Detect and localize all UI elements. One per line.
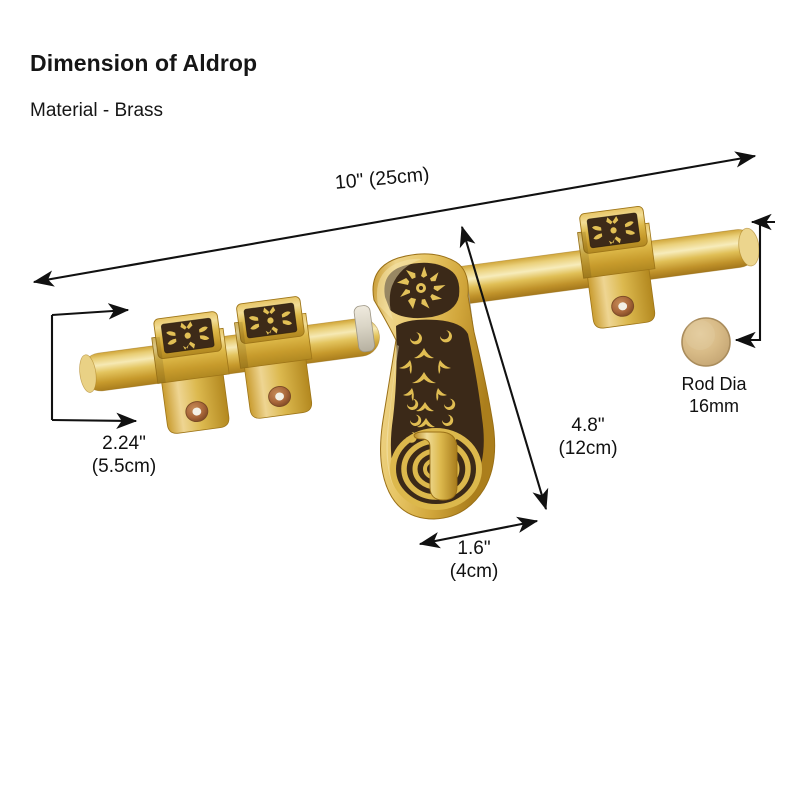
bracket-offset-bracket	[50, 303, 138, 429]
rod-diameter-title: Rod Dia	[681, 374, 747, 394]
rod-diameter-label: Rod Dia 16mm	[661, 374, 767, 418]
rod-diameter-disc	[681, 317, 731, 367]
handle-width-metric: (4cm)	[449, 561, 499, 583]
handle-width-imperial: 1.6"	[457, 538, 491, 559]
bracket-clamp-left	[151, 311, 230, 434]
bracket-offset-label: 2.24" (5.5cm)	[64, 432, 184, 478]
overall-length-line	[32, 151, 757, 287]
handle-width-line	[418, 516, 539, 549]
handle-width-label: 1.6" (4cm)	[412, 537, 536, 583]
rod-diameter-value: 16mm	[688, 395, 739, 416]
page-title: Dimension of Aldrop	[30, 50, 258, 76]
handle-height-label: 4.8" (12cm)	[540, 414, 636, 460]
bracket-offset-metric: (5.5cm)	[91, 456, 157, 478]
rod-diameter-leader	[734, 222, 762, 349]
handle-height-line	[459, 225, 549, 511]
ornament-pattern	[399, 330, 457, 443]
handle-height-metric: (12cm)	[558, 438, 618, 460]
material-label: Material - Brass	[30, 100, 164, 121]
bracket-clamp-middle	[233, 296, 313, 419]
bracket-offset-imperial: 2.24"	[102, 433, 146, 454]
handle-hook	[413, 431, 458, 501]
handle-height-imperial: 4.8"	[571, 415, 605, 436]
